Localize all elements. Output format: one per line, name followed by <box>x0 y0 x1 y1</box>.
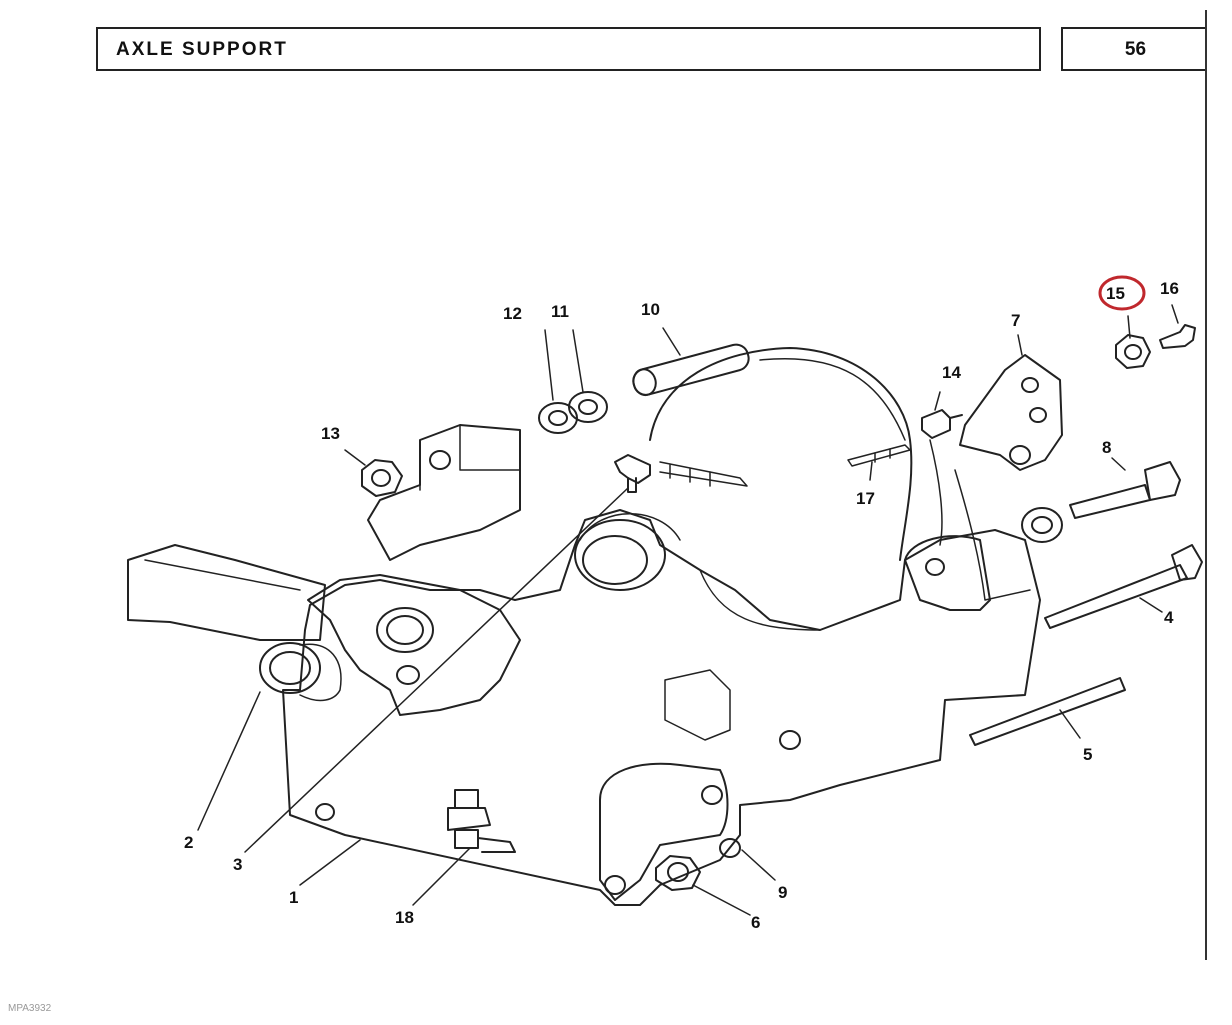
callout-8: 8 <box>1102 438 1112 457</box>
bushing <box>259 642 321 694</box>
callout-12: 12 <box>503 304 522 323</box>
small-block <box>921 409 951 439</box>
callout-14: 14 <box>942 363 961 382</box>
callout-1: 1 <box>289 888 299 907</box>
nut <box>1115 334 1151 369</box>
upper-block <box>367 424 521 561</box>
callout-17: 17 <box>856 489 875 508</box>
tube-part <box>632 343 750 397</box>
callout-7: 7 <box>1011 311 1021 330</box>
circular-housing <box>649 347 913 561</box>
center-bore <box>574 519 666 591</box>
callout-2: 2 <box>184 833 194 852</box>
callout-18: 18 <box>395 908 414 927</box>
callout-5: 5 <box>1083 745 1093 764</box>
highlight-ring <box>1098 275 1146 311</box>
screw <box>1159 324 1196 349</box>
page-number-box: 56 <box>1061 27 1206 71</box>
stud <box>969 677 1126 746</box>
grease-fitting <box>614 454 651 484</box>
callout-3: 3 <box>233 855 243 874</box>
callout-6: 6 <box>751 913 761 932</box>
bracket-plate <box>959 354 1063 471</box>
fitting-part <box>847 444 911 467</box>
grease-nipple <box>447 789 516 853</box>
washer <box>1021 507 1063 543</box>
left-plate <box>307 574 521 716</box>
washer <box>538 402 578 434</box>
callout-9: 9 <box>778 883 788 902</box>
leader-lines <box>197 304 1179 916</box>
nut <box>655 855 701 891</box>
page-border <box>1205 10 1207 960</box>
title-box: AXLE SUPPORT <box>96 27 1041 71</box>
page-title: AXLE SUPPORT <box>116 39 288 60</box>
long-bolt <box>1044 564 1188 629</box>
page-number: 56 <box>1124 39 1147 60</box>
bolt <box>1069 484 1151 519</box>
callout-4: 4 <box>1164 608 1174 627</box>
reference-code: MPA3932 <box>8 1003 52 1014</box>
washer <box>568 391 608 423</box>
callout-16: 16 <box>1160 279 1179 298</box>
nut <box>361 459 403 497</box>
left-arm <box>127 544 326 641</box>
callout-10: 10 <box>641 300 660 319</box>
callout-15: 15 <box>1106 284 1125 303</box>
callout-13: 13 <box>321 424 340 443</box>
right-mount <box>904 535 991 611</box>
callout-11: 11 <box>551 302 569 321</box>
lower-foot <box>599 762 729 901</box>
